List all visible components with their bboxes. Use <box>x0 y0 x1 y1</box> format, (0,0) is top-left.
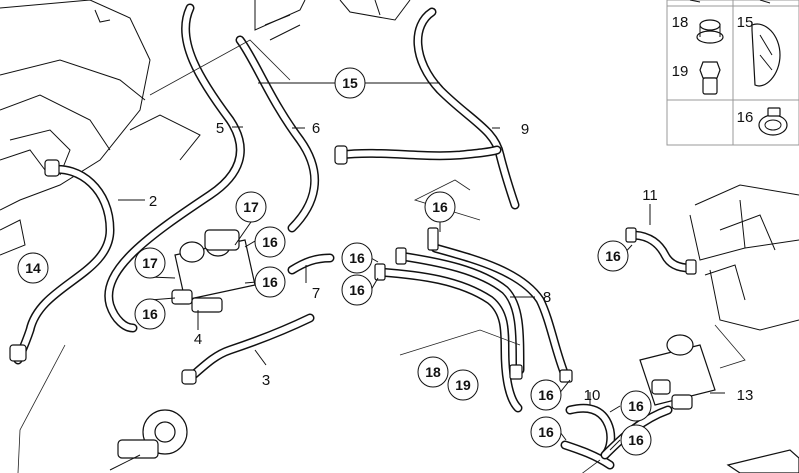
hose-fittings <box>9 145 697 385</box>
callout-number: 16 <box>538 424 554 440</box>
part-label-l4: 4 <box>194 331 202 348</box>
inset-label-i19: 19 <box>672 63 689 80</box>
callout-c16-f: 16 <box>341 274 373 306</box>
callout-circle <box>254 266 286 298</box>
callout-number: 17 <box>243 199 259 215</box>
callout-c16-j: 16 <box>530 416 562 448</box>
callout-circles: 15 17 16 17 16 16 14 16 16 16 16 18 19 16 16 16 16 <box>17 67 652 456</box>
callout-c16-d: 16 <box>424 191 456 223</box>
callout-number: 14 <box>25 260 41 276</box>
callout-number: 16 <box>349 250 365 266</box>
callout-circle <box>134 298 166 330</box>
top-connector-block <box>254 0 411 41</box>
callout-circle <box>530 379 562 411</box>
callout-c16-i: 16 <box>620 390 652 422</box>
callout-circle <box>530 416 562 448</box>
part-label-l13: 13 <box>737 387 754 404</box>
callout-circle <box>447 369 479 401</box>
hoses <box>13 3 695 470</box>
callout-circle <box>334 67 366 99</box>
part-label-l6: 6 <box>312 120 320 137</box>
callout-c15-top: 15 <box>334 67 366 99</box>
inset-label-i15: 15 <box>737 14 754 31</box>
part-label-l8: 8 <box>543 289 551 306</box>
callout-number: 16 <box>605 248 621 264</box>
callout-c19: 19 <box>447 369 479 401</box>
engine-block <box>0 0 201 256</box>
callout-number: 16 <box>432 199 448 215</box>
part-labels: 2 3 4 5 6 7 8 9 10 11 13 <box>149 120 754 404</box>
part-label-l3: 3 <box>262 372 270 389</box>
callout-number: 16 <box>262 274 278 290</box>
callout-number: 16 <box>628 432 644 448</box>
callout-number: 17 <box>142 255 158 271</box>
callout-circle <box>254 226 286 258</box>
valve-4 <box>171 229 256 313</box>
callout-c16-a: 16 <box>254 226 286 258</box>
callout-circle <box>134 247 166 279</box>
callout-circle <box>620 424 652 456</box>
callout-c16-k: 16 <box>620 424 652 456</box>
callout-c18: 18 <box>417 356 449 388</box>
callout-number: 19 <box>455 377 471 393</box>
callout-circle <box>597 240 629 272</box>
heater-unit <box>689 184 799 331</box>
callout-number: 16 <box>262 234 278 250</box>
part-label-l7: 7 <box>312 285 320 302</box>
inset-label-i16: 16 <box>737 109 754 126</box>
part-label-l5: 5 <box>216 120 224 137</box>
callout-circle <box>235 191 267 223</box>
valve-13 <box>639 334 716 410</box>
callout-circle <box>341 274 373 306</box>
callout-c17-a: 17 <box>235 191 267 223</box>
part-label-l2: 2 <box>149 193 157 210</box>
callout-c16-h: 16 <box>530 379 562 411</box>
callout-number: 16 <box>628 398 644 414</box>
callout-number: 16 <box>349 282 365 298</box>
part-label-l11: 11 <box>642 187 658 204</box>
callout-number: 16 <box>538 387 554 403</box>
callout-number: 18 <box>425 364 441 380</box>
part-label-l10: 10 <box>584 387 601 404</box>
callout-c16-e: 16 <box>341 242 373 274</box>
callout-c14: 14 <box>17 252 49 284</box>
parts-inset: 18 15 19 16 <box>666 0 799 146</box>
callout-circle <box>424 191 456 223</box>
callout-c16-c: 16 <box>254 266 286 298</box>
callout-c16-g: 16 <box>597 240 629 272</box>
callout-c16-b: 16 <box>134 298 166 330</box>
bottom-plate <box>726 449 799 473</box>
callout-number: 15 <box>342 75 358 91</box>
callout-circle <box>620 390 652 422</box>
water-pump <box>109 409 188 471</box>
callout-circle <box>341 242 373 274</box>
callout-number: 16 <box>142 306 158 322</box>
callout-c17-b: 17 <box>134 247 166 279</box>
part-label-l9: 9 <box>521 121 529 138</box>
callout-circle <box>17 252 49 284</box>
callout-circle <box>417 356 449 388</box>
inset-label-i18: 18 <box>672 14 689 31</box>
